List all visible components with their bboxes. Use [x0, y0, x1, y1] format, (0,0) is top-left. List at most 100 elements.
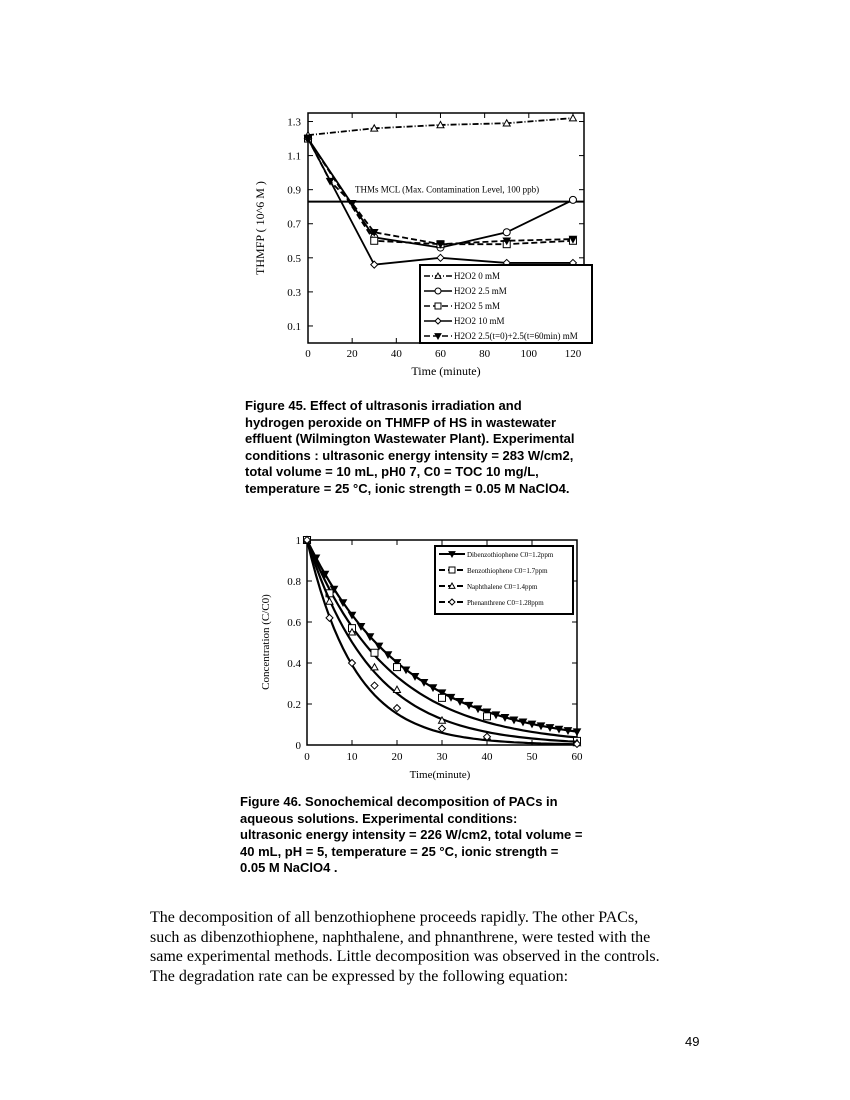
legend-label: Benzothiophene C0=1.7ppm	[467, 567, 548, 575]
data-point	[392, 659, 402, 667]
data-point	[437, 724, 447, 733]
data-point	[545, 724, 555, 732]
data-point	[527, 720, 537, 729]
data-point	[365, 633, 375, 642]
x-axis-label: Time(minute)	[410, 769, 471, 781]
legend-label: Naphthalene C0=1.4ppm	[467, 583, 538, 591]
caption-line: hydrogen peroxide on THMFP of HS in wast…	[245, 414, 557, 430]
data-point	[436, 240, 445, 249]
x-tick-label: 40	[482, 751, 494, 763]
data-point	[446, 693, 456, 702]
data-point	[502, 237, 512, 246]
data-point	[568, 113, 578, 122]
legend-swatch-marker	[448, 598, 456, 606]
y-tick-label: 0.6	[287, 617, 301, 629]
data-point	[419, 678, 429, 687]
data-point	[509, 716, 519, 725]
legend-swatch-marker	[434, 302, 442, 310]
data-point	[347, 627, 357, 636]
legend-label: Phenanthrene C0=1.28ppm	[467, 599, 544, 607]
data-point	[437, 689, 447, 698]
legend-label: H2O2 0 mM	[454, 271, 500, 281]
body-line: same experimental methods. Little decomp…	[150, 948, 660, 966]
data-point	[500, 714, 510, 722]
caption-line: aqueous solutions. Experimental conditio…	[240, 810, 518, 826]
x-tick-label: 80	[479, 348, 491, 360]
data-point	[401, 666, 411, 675]
caption-line: effluent (Wilmington Wastewater Plant). …	[245, 431, 575, 446]
data-point	[347, 199, 357, 208]
data-point	[491, 711, 501, 720]
y-tick-label: 0.3	[287, 287, 301, 299]
caption-line: 0.05 M NaClO4 .	[240, 860, 338, 875]
legend-swatch-marker	[434, 333, 442, 341]
data-point	[383, 651, 393, 660]
y-tick-label: 1.1	[287, 151, 301, 163]
body-paragraph: The decomposition of all benzothiophene …	[150, 908, 710, 986]
data-point	[325, 596, 334, 605]
data-point	[502, 118, 512, 127]
y-tick-label: 0.4	[287, 658, 301, 670]
x-axis-label: Time (minute)	[411, 364, 480, 378]
data-point	[369, 123, 379, 132]
data-point	[568, 195, 577, 204]
y-tick-label: 0.9	[287, 185, 301, 197]
data-point	[482, 732, 492, 742]
figure-46-caption: Figure 46. Sonochemical decomposition of…	[240, 794, 620, 877]
y-tick-label: 0.8	[287, 576, 301, 588]
legend-label: H2O2 5 mM	[454, 301, 500, 311]
data-point	[563, 727, 573, 735]
data-point	[369, 228, 379, 237]
caption-line: conditions : ultrasonic energy intensity…	[245, 447, 574, 463]
x-tick-label: 60	[435, 348, 447, 360]
data-point	[356, 623, 366, 631]
legend-swatch-marker	[434, 271, 442, 279]
y-tick-label: 1.3	[287, 117, 301, 129]
legend-label: H2O2 2.5(t=0)+2.5(t=60min) mM	[454, 331, 578, 341]
data-point	[370, 648, 379, 657]
data-point	[392, 703, 402, 713]
x-tick-label: 120	[565, 348, 582, 360]
x-tick-label: 0	[305, 348, 311, 360]
data-point	[370, 260, 379, 269]
caption-line: total volume = 10 mL, pH0 7, C0 = TOC 10…	[245, 464, 539, 479]
data-point	[568, 235, 578, 244]
data-point	[572, 739, 582, 749]
data-point	[303, 135, 313, 144]
data-point	[438, 693, 446, 702]
x-tick-label: 50	[527, 751, 539, 763]
x-tick-label: 40	[391, 348, 403, 360]
figure-45-caption: Figure 45. Effect of ultrasonis irradiat…	[245, 398, 615, 497]
x-tick-label: 20	[392, 751, 404, 763]
data-point	[436, 120, 445, 129]
x-tick-label: 0	[304, 751, 310, 763]
data-point	[325, 613, 334, 623]
data-point	[347, 658, 357, 668]
legend-swatch-marker	[434, 287, 442, 295]
data-point	[536, 722, 546, 731]
data-point	[455, 698, 465, 706]
caption-line: Figure 46. Sonochemical decomposition of…	[240, 794, 558, 809]
y-tick-label: 0.7	[287, 219, 301, 231]
data-point	[428, 684, 438, 693]
data-point	[347, 611, 357, 620]
legend-swatch-marker	[448, 551, 456, 559]
data-point	[436, 253, 445, 263]
x-tick-label: 100	[521, 348, 538, 360]
data-point	[393, 663, 401, 672]
caption-line: Figure 45. Effect of ultrasonis irradiat…	[245, 398, 522, 413]
data-point	[473, 705, 483, 714]
page-number: 49	[685, 1034, 700, 1049]
body-line: such as dibenzothiophene, naphthalene, a…	[150, 928, 651, 946]
data-point	[483, 712, 491, 721]
y-tick-label: 0.1	[287, 321, 301, 333]
legend-box	[419, 264, 593, 344]
legend-label: Dibenzothiophene C0=1.2ppm	[467, 551, 554, 559]
y-tick-label: 1	[296, 535, 302, 547]
data-point	[338, 599, 348, 608]
data-point	[437, 715, 447, 724]
body-line: The degradation rate can be expressed by…	[150, 967, 569, 985]
data-point	[518, 718, 528, 727]
